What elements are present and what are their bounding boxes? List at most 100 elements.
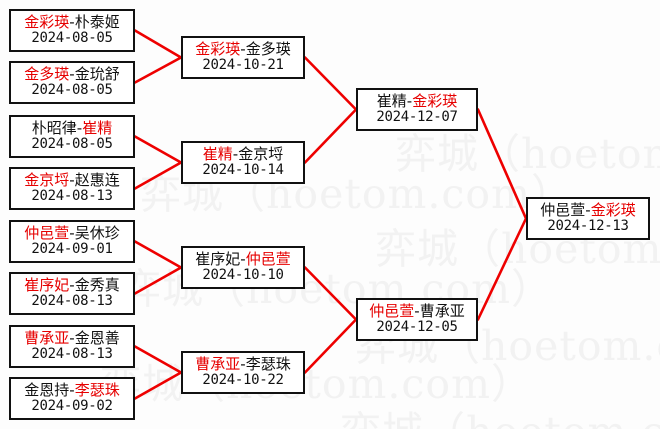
player-separator: -: [240, 250, 246, 269]
player-name-loser: 曹承亚: [419, 302, 465, 321]
connector-line: [476, 108, 528, 220]
player-name-loser: 李瑟珠: [245, 355, 291, 374]
match-players: 金京埒-赵惠连: [24, 172, 119, 189]
match-players: 金多瑛-金玧舒: [24, 66, 119, 83]
match-date: 2024-10-21: [202, 57, 284, 74]
player-name-loser: 金玧舒: [74, 65, 120, 84]
connector-line: [476, 217, 528, 321]
player-name-loser: 崔序妃: [195, 250, 241, 269]
player-separator: -: [585, 201, 591, 220]
connector-line: [133, 56, 183, 84]
player-name-loser: 崔精: [376, 92, 407, 111]
connector-line: [133, 29, 183, 59]
match-date: 2024-10-10: [202, 267, 284, 284]
match-date: 2024-09-01: [31, 241, 113, 258]
player-name-loser: 金秀真: [74, 276, 120, 295]
player-name-winner: 曹承亚: [195, 355, 241, 374]
connector-line: [133, 266, 183, 295]
match-date: 2024-09-02: [31, 398, 113, 415]
player-name-winner: 金京埒: [24, 171, 70, 190]
player-name-winner: 金彩瑛: [24, 13, 70, 32]
match-date: 2024-10-22: [202, 372, 284, 389]
player-name-winner: 仲邑萱: [369, 302, 415, 321]
match-date: 2024-08-05: [31, 30, 113, 47]
player-name-winner: 金多瑛: [24, 65, 70, 84]
match-players: 崔精-金彩瑛: [377, 93, 457, 110]
match-players: 曹承亚-金恩善: [24, 330, 119, 347]
connector-line: [133, 161, 183, 190]
player-separator: -: [69, 381, 75, 400]
connector-line: [133, 371, 183, 400]
match-date: 2024-08-05: [31, 82, 113, 99]
player-name-loser: 仲邑萱: [540, 201, 586, 220]
match-date: 2024-08-05: [31, 136, 113, 153]
match-date: 2024-08-13: [31, 346, 113, 363]
watermark-text: 弈城（hoetom.com）: [100, 360, 533, 408]
player-name-winner: 崔序妃: [24, 276, 70, 295]
player-name-winner: 崔精: [202, 145, 233, 164]
player-name-winner: 曹承亚: [24, 329, 70, 348]
player-name-winner: 李瑟珠: [74, 381, 120, 400]
player-name-loser: 金恩善: [74, 329, 120, 348]
connector-line: [303, 108, 358, 164]
match-players: 崔序妃-仲邑萱: [195, 251, 290, 268]
connector-line: [303, 56, 358, 111]
match-players: 金恩持-李瑟珠: [24, 382, 119, 399]
player-name-loser: 朴泰姬: [74, 13, 120, 32]
connector-line: [133, 240, 183, 269]
player-name-winner: 金彩瑛: [590, 201, 636, 220]
match-players: 金彩瑛-金多瑛: [195, 41, 290, 58]
player-name-loser: 金恩持: [24, 381, 70, 400]
player-separator: -: [240, 355, 246, 374]
player-separator: -: [69, 276, 75, 295]
match-date: 2024-12-05: [376, 319, 458, 336]
match-players: 仲邑萱-金彩瑛: [540, 202, 635, 219]
match-players: 崔精-金京埒: [203, 146, 283, 163]
match-players: 曹承亚-李瑟珠: [195, 356, 290, 373]
connector-line: [303, 266, 358, 321]
player-separator: -: [414, 302, 420, 321]
player-separator: -: [69, 171, 75, 190]
match-players: 崔序妃-金秀真: [24, 277, 119, 294]
match-players: 金彩瑛-朴泰姬: [24, 14, 119, 31]
player-separator: -: [69, 224, 75, 243]
player-separator: -: [69, 13, 75, 32]
player-name-loser: 朴昭律: [31, 119, 77, 138]
player-separator: -: [69, 65, 75, 84]
match-date: 2024-08-13: [31, 293, 113, 310]
player-name-winner: 金彩瑛: [412, 92, 458, 111]
connector-line: [133, 135, 183, 164]
player-separator: -: [240, 40, 246, 59]
match-date: 2024-12-07: [376, 109, 458, 126]
watermark-text: 弈城（hoetom.com）: [340, 398, 660, 429]
connector-line: [133, 345, 183, 374]
player-name-loser: 赵惠连: [74, 171, 120, 190]
match-date: 2024-10-14: [202, 162, 284, 179]
player-separator: -: [76, 119, 83, 138]
connector-line: [303, 318, 358, 374]
match-date: 2024-12-13: [547, 218, 629, 235]
player-name-winner: 崔精: [82, 119, 113, 138]
match-players: 朴昭律-崔精: [32, 120, 112, 137]
player-name-loser: 金多瑛: [245, 40, 291, 59]
player-separator: -: [69, 329, 75, 348]
player-name-loser: 吴休珍: [74, 224, 120, 243]
player-name-winner: 仲邑萱: [24, 224, 70, 243]
player-name-winner: 仲邑萱: [245, 250, 291, 269]
